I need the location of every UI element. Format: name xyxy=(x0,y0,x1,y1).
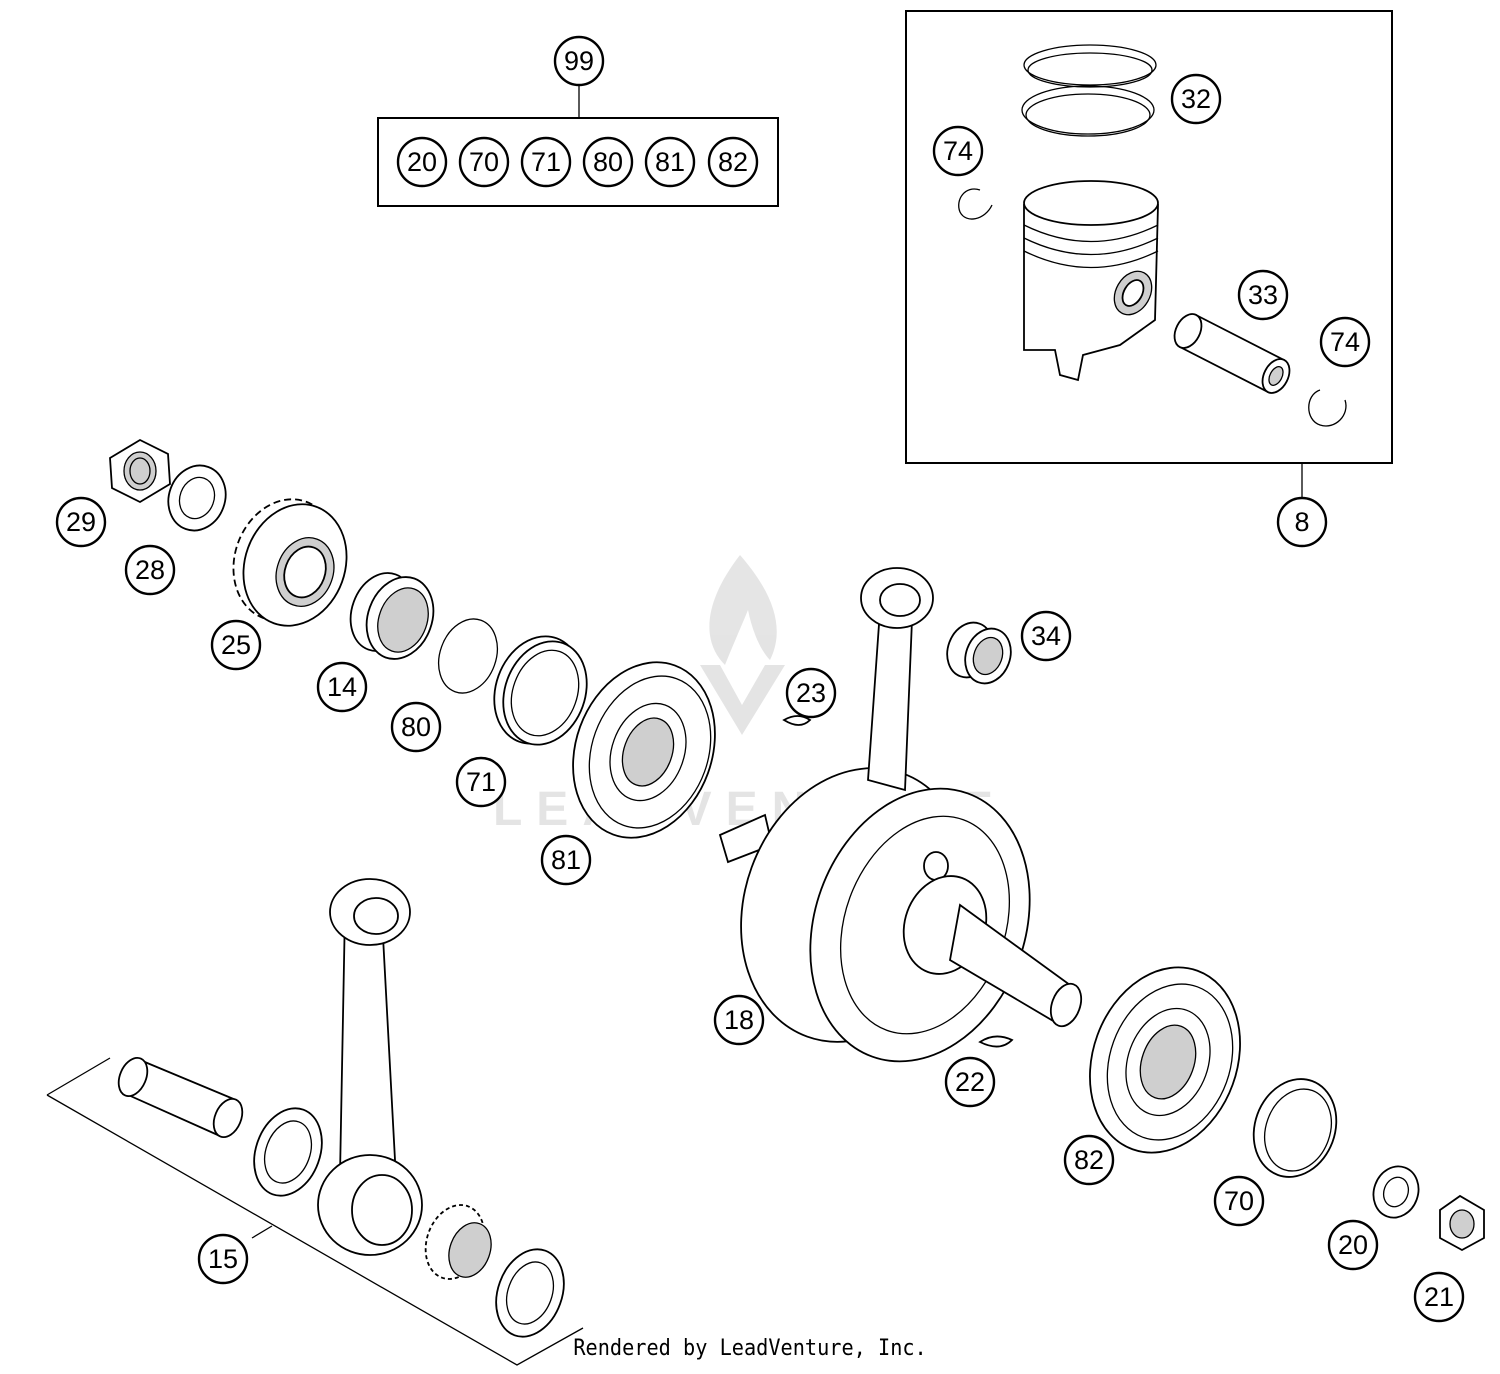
svg-text:74: 74 xyxy=(1330,327,1360,357)
svg-text:71: 71 xyxy=(466,767,496,797)
svg-text:99: 99 xyxy=(564,46,594,76)
callout-14[interactable]: 14 xyxy=(316,661,368,713)
circlip-left xyxy=(958,188,993,220)
bearing-82 xyxy=(1089,966,1241,1154)
sleeve-14 xyxy=(349,572,435,660)
gear-25 xyxy=(232,498,348,627)
kit-99-item-80[interactable]: 80 xyxy=(582,136,634,188)
kit-99-item-20[interactable]: 20 xyxy=(396,136,448,188)
callout-70[interactable]: 70 xyxy=(1213,1175,1265,1227)
callout-74-right[interactable]: 74 xyxy=(1319,316,1371,368)
callout-21[interactable]: 21 xyxy=(1413,1271,1465,1323)
svg-text:70: 70 xyxy=(1224,1186,1254,1216)
callout-32[interactable]: 32 xyxy=(1170,73,1222,125)
key-23 xyxy=(782,715,812,726)
nut-21 xyxy=(1439,1194,1485,1252)
callout-20[interactable]: 20 xyxy=(1327,1219,1379,1271)
kit-99-item-81[interactable]: 81 xyxy=(644,136,696,188)
conrod-kit-15 xyxy=(46,878,584,1366)
svg-text:74: 74 xyxy=(943,136,973,166)
bearing-81 xyxy=(572,661,716,839)
circlip-right xyxy=(1308,389,1347,427)
svg-text:82: 82 xyxy=(718,147,748,177)
callout-23[interactable]: 23 xyxy=(785,667,837,719)
svg-text:21: 21 xyxy=(1424,1282,1454,1312)
piston-pin xyxy=(1173,313,1291,394)
svg-text:71: 71 xyxy=(531,147,561,177)
svg-text:81: 81 xyxy=(551,845,581,875)
callout-29[interactable]: 29 xyxy=(55,496,107,548)
piston xyxy=(1023,180,1159,382)
callout-18[interactable]: 18 xyxy=(713,994,765,1046)
callout-99[interactable]: 99 xyxy=(553,35,605,87)
svg-text:23: 23 xyxy=(796,678,826,708)
callout-74-left[interactable]: 74 xyxy=(932,125,984,177)
svg-text:18: 18 xyxy=(724,1005,754,1035)
svg-text:28: 28 xyxy=(135,555,165,585)
washer-28 xyxy=(167,464,227,532)
washer-20 xyxy=(1372,1165,1420,1219)
callout-22[interactable]: 22 xyxy=(944,1056,996,1108)
footer-credit: Rendered by LeadVenture, Inc. xyxy=(0,1336,1500,1361)
kit-99-item-71[interactable]: 71 xyxy=(520,136,572,188)
kit-99-box xyxy=(377,117,779,207)
svg-text:32: 32 xyxy=(1181,84,1211,114)
crankshaft-18 xyxy=(718,567,1083,1063)
svg-text:14: 14 xyxy=(327,672,357,702)
svg-text:15: 15 xyxy=(208,1244,238,1274)
svg-text:82: 82 xyxy=(1074,1145,1104,1175)
key-22 xyxy=(978,1035,1014,1048)
piston-rings xyxy=(1021,44,1157,137)
svg-text:29: 29 xyxy=(66,507,96,537)
callout-71[interactable]: 71 xyxy=(455,756,507,808)
seal-70 xyxy=(1252,1078,1338,1178)
footer-text: Rendered by LeadVenture, Inc. xyxy=(573,1336,927,1361)
svg-text:33: 33 xyxy=(1248,280,1278,310)
needle-bearing-34 xyxy=(946,621,1012,685)
callout-81[interactable]: 81 xyxy=(540,834,592,886)
callout-34[interactable]: 34 xyxy=(1020,610,1072,662)
callout-82[interactable]: 82 xyxy=(1063,1134,1115,1186)
svg-text:81: 81 xyxy=(655,147,685,177)
callout-8[interactable]: 8 xyxy=(1276,496,1328,548)
callout-33[interactable]: 33 xyxy=(1237,269,1289,321)
svg-text:20: 20 xyxy=(407,147,437,177)
callout-80[interactable]: 80 xyxy=(390,701,442,753)
svg-text:80: 80 xyxy=(401,712,431,742)
piston-kit-box xyxy=(905,10,1393,464)
svg-text:22: 22 xyxy=(955,1067,985,1097)
svg-text:34: 34 xyxy=(1031,621,1061,651)
svg-text:20: 20 xyxy=(1338,1230,1368,1260)
callout-15[interactable]: 15 xyxy=(197,1233,249,1285)
callout-28[interactable]: 28 xyxy=(124,544,176,596)
kit-99-group: 99 20 70 71 80 81 82 xyxy=(377,35,779,207)
svg-text:70: 70 xyxy=(469,147,499,177)
svg-text:25: 25 xyxy=(221,630,251,660)
callout-25[interactable]: 25 xyxy=(210,619,262,671)
kit-99-item-70[interactable]: 70 xyxy=(458,136,510,188)
kit-99-item-82[interactable]: 82 xyxy=(707,136,759,188)
svg-text:80: 80 xyxy=(593,147,623,177)
svg-text:8: 8 xyxy=(1294,507,1309,537)
o-ring-80 xyxy=(438,618,498,694)
nut-29 xyxy=(109,438,171,504)
seal-71 xyxy=(493,635,588,746)
piston-kit-group: 32 33 74 74 8 xyxy=(905,10,1393,548)
